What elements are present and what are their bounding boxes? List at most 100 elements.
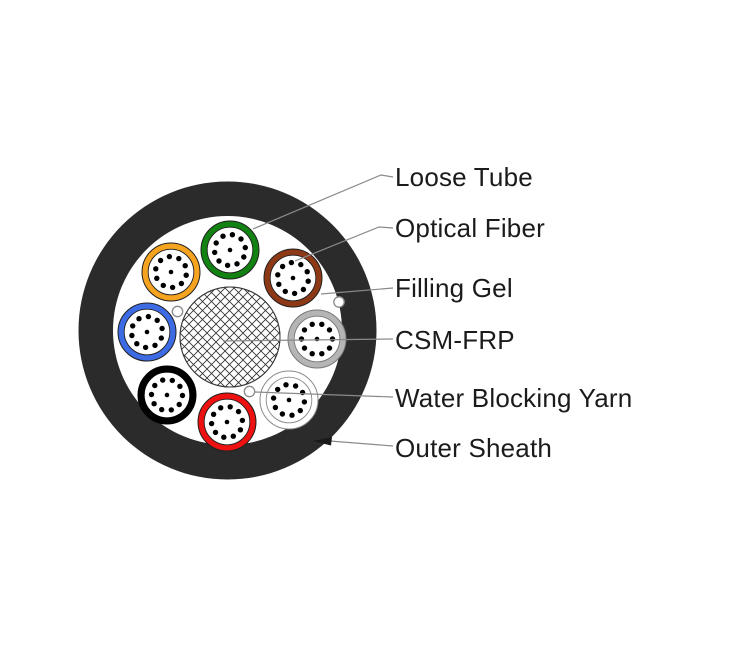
optical-fiber-dot <box>148 391 155 398</box>
callout-leader-lines <box>222 174 394 447</box>
optical-fiber-dot <box>304 269 310 275</box>
optical-fiber-dot <box>270 395 277 401</box>
optical-fiber-dot <box>227 247 233 253</box>
callout-label-loose-tube: Loose Tube <box>395 162 533 192</box>
optical-fiber-dot <box>166 253 173 260</box>
callout-label-optical-fiber: Optical Fiber <box>395 213 545 243</box>
optical-fiber-dot <box>329 336 336 342</box>
optical-fiber-dot <box>158 335 164 341</box>
optical-fiber-dot <box>282 288 288 295</box>
optical-fiber-dot <box>177 383 183 389</box>
callout-label-outer-sheath: Outer Sheath <box>395 433 553 463</box>
optical-fiber-dot <box>239 417 246 424</box>
leader-line-loose-tube <box>252 174 394 230</box>
loose-tube-gray <box>287 309 347 369</box>
optical-fiber-dot <box>176 255 182 262</box>
optical-fiber-dot <box>301 345 308 351</box>
optical-fiber-dot <box>289 412 295 418</box>
optical-fiber-dot <box>288 259 295 266</box>
loose-tube-orange <box>141 242 201 302</box>
optical-fiber-dot <box>290 275 296 281</box>
optical-fiber-dot <box>291 290 298 297</box>
optical-fiber-dot <box>300 286 307 293</box>
optical-fiber-dot <box>216 258 222 264</box>
optical-fiber-dot <box>234 261 240 267</box>
optical-fiber-dot <box>178 280 185 287</box>
optical-fiber-dot <box>286 397 292 403</box>
optical-fiber-dot <box>221 434 227 440</box>
optical-fiber-dot <box>160 282 166 289</box>
optical-fiber-dot <box>298 261 304 268</box>
optical-fiber-dot <box>227 404 233 410</box>
optical-fiber-dot <box>218 405 224 411</box>
optical-fiber-dot <box>220 233 226 239</box>
optical-fiber-dot <box>136 316 142 322</box>
optical-fiber-dot <box>213 240 219 246</box>
optical-fiber-dot <box>176 401 182 408</box>
optical-fiber-dot <box>154 317 160 323</box>
optical-fiber-dot <box>159 406 165 413</box>
optical-fiber-dot <box>182 263 188 269</box>
optical-fiber-dot <box>309 351 315 357</box>
optical-fiber-dot <box>314 336 320 342</box>
optical-fiber-dot <box>238 236 244 242</box>
optical-fiber-dot <box>235 408 242 415</box>
optical-fiber-dot <box>279 263 286 270</box>
optical-fiber-dot <box>212 429 219 436</box>
leader-line-outer-sheath <box>329 440 394 447</box>
optical-fiber-dot <box>242 244 248 251</box>
optical-fiber-dot <box>160 377 166 383</box>
optical-fiber-dot <box>241 254 247 260</box>
optical-fiber-dot <box>142 344 149 351</box>
optical-fiber-dot <box>153 266 159 272</box>
optical-fiber-dot <box>309 321 315 327</box>
optical-fiber-dot <box>301 327 308 333</box>
optical-fiber-dot <box>179 392 186 399</box>
optical-fiber-dot <box>305 278 311 284</box>
callout-label-water-blocking-yarn: Water Blocking Yarn <box>395 383 633 413</box>
loose-tube-blue <box>117 302 177 362</box>
optical-fiber-dot <box>326 345 333 351</box>
water-blocking-yarn-circle <box>243 385 256 398</box>
leader-line-water-blocking-yarn <box>254 391 394 398</box>
optical-fiber-dot <box>319 321 325 327</box>
optical-fiber-dot <box>159 325 165 332</box>
optical-fiber-dot <box>164 392 170 398</box>
optical-fiber-dot <box>275 272 281 278</box>
optical-fiber-dot <box>272 404 279 411</box>
water-blocking-yarn-circle <box>171 305 184 318</box>
water-blocking-yarn-group <box>171 296 345 398</box>
optical-fiber-dot <box>297 407 303 414</box>
optical-fiber-dot <box>237 427 244 433</box>
optical-fiber-dot <box>279 411 286 417</box>
callout-label-filling-gel: Filling Gel <box>395 273 513 303</box>
optical-fiber-dot <box>210 411 217 417</box>
optical-fiber-dot <box>152 382 158 389</box>
optical-fiber-dot <box>224 262 231 268</box>
optical-fiber-dot <box>301 399 308 405</box>
optical-fiber-dot <box>157 257 164 264</box>
optical-fiber-dot <box>151 401 157 407</box>
csm-frp-core-outline <box>179 286 281 388</box>
optical-fiber-dot <box>298 336 305 342</box>
leader-line-optical-fiber <box>294 226 394 262</box>
loose-tube-black <box>137 365 197 425</box>
optical-fiber-dot <box>145 313 152 320</box>
optical-fiber-dot <box>275 386 281 393</box>
optical-fiber-dot <box>169 284 176 291</box>
optical-fiber-dot <box>168 269 174 275</box>
optical-fiber-dot <box>152 342 158 348</box>
callout-label-csm-frp: CSM-FRP <box>395 325 515 355</box>
optical-fiber-dot <box>154 275 160 281</box>
optical-fiber-dot <box>229 232 236 238</box>
optical-fiber-dot <box>212 249 218 256</box>
loose-tube-green <box>200 220 260 280</box>
leader-line-csm-frp <box>222 338 394 342</box>
outer-sheath-arrowhead <box>313 437 332 446</box>
optical-fiber-dot <box>168 407 174 413</box>
optical-fiber-dot <box>224 419 230 425</box>
optical-fiber-dot <box>144 329 150 335</box>
water-blocking-yarn-circle <box>333 296 345 308</box>
